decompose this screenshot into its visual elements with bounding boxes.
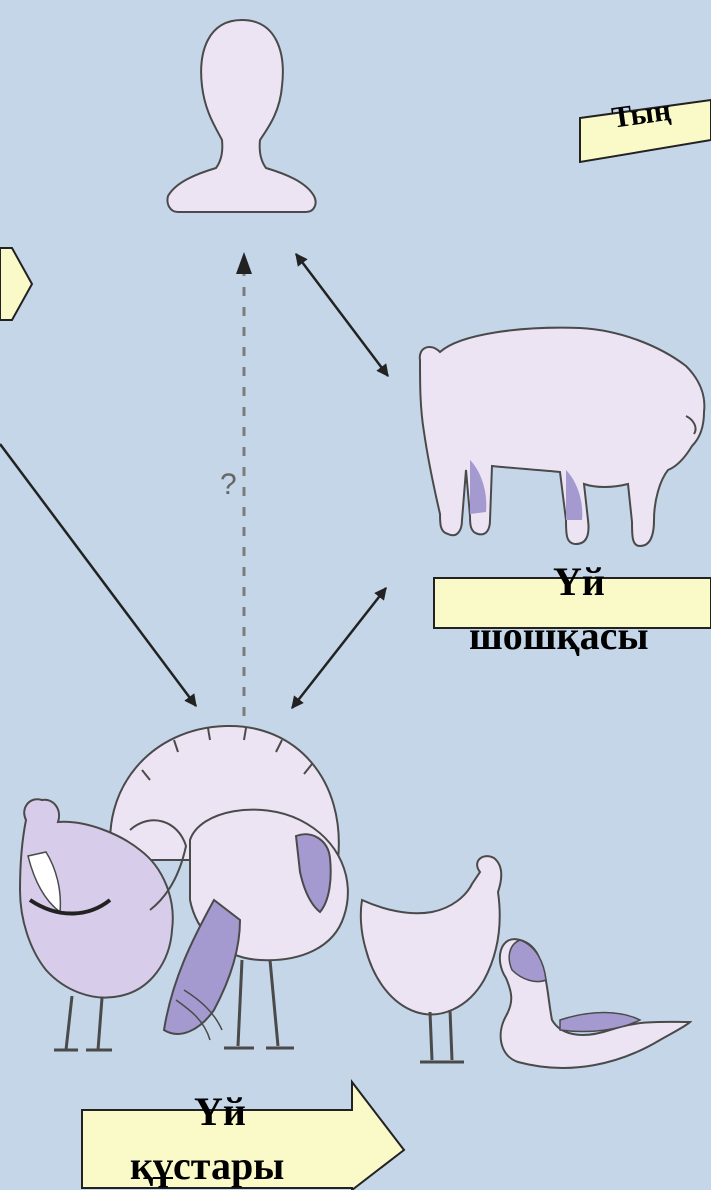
question-mark: ? <box>220 470 237 500</box>
pig-silhouette <box>420 328 705 546</box>
left-arrow-sign <box>0 248 32 320</box>
arrow-pig-birds <box>292 588 386 708</box>
arrow-human-pig <box>296 254 388 376</box>
birds-label-line2: құстары <box>130 1146 284 1186</box>
human-silhouette <box>167 20 315 212</box>
birds-label-line1: Үй <box>194 1092 246 1132</box>
dashed-arrow-head <box>236 252 252 274</box>
domestic-birds-silhouette <box>20 726 690 1068</box>
arrow-left-birds <box>0 444 196 706</box>
pig-label-line1: Үй <box>553 562 605 602</box>
arrows <box>0 252 388 716</box>
pig-label-line2: шошқасы <box>469 616 649 656</box>
